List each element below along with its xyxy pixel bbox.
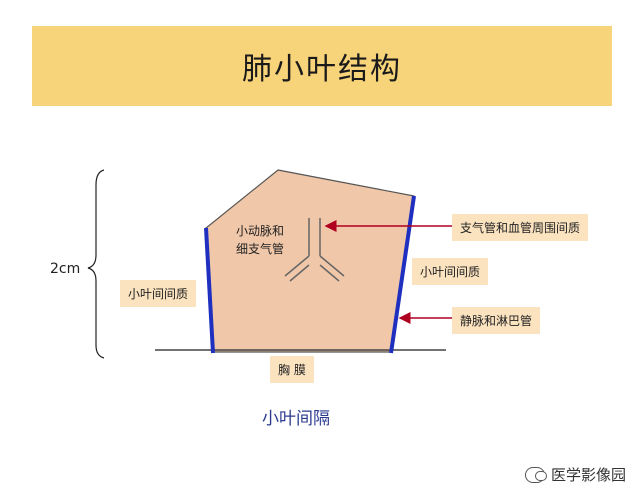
label-veins-lymph: 静脉和淋巴管 [452, 307, 541, 334]
label-pleura: 胸 膜 [270, 356, 314, 383]
septum-left [204, 227, 215, 354]
page-title: 肺小叶结构 [242, 52, 402, 87]
label-peribronchovascular: 支气管和血管周围间质 [452, 214, 589, 241]
scale-label: 2cm [50, 261, 81, 277]
wechat-icon [524, 466, 547, 483]
label-arteriole-line2: 细支气管 [236, 242, 285, 256]
label-septum: 小叶间隔 [262, 409, 330, 429]
watermark-text: 医学影像园 [550, 466, 626, 484]
bronchiole-branch-icon [284, 218, 345, 282]
septum-right [389, 195, 416, 354]
lobule-shape [205, 169, 415, 353]
watermark: 医学影像园 [524, 464, 626, 485]
label-interlobular-left: 小叶间间质 [120, 280, 197, 307]
title-banner: 肺小叶结构 [32, 26, 612, 106]
label-arteriole-line1: 小动脉和 [236, 224, 285, 238]
scale-brace [87, 169, 105, 359]
label-interlobular-right: 小叶间间质 [412, 258, 489, 285]
